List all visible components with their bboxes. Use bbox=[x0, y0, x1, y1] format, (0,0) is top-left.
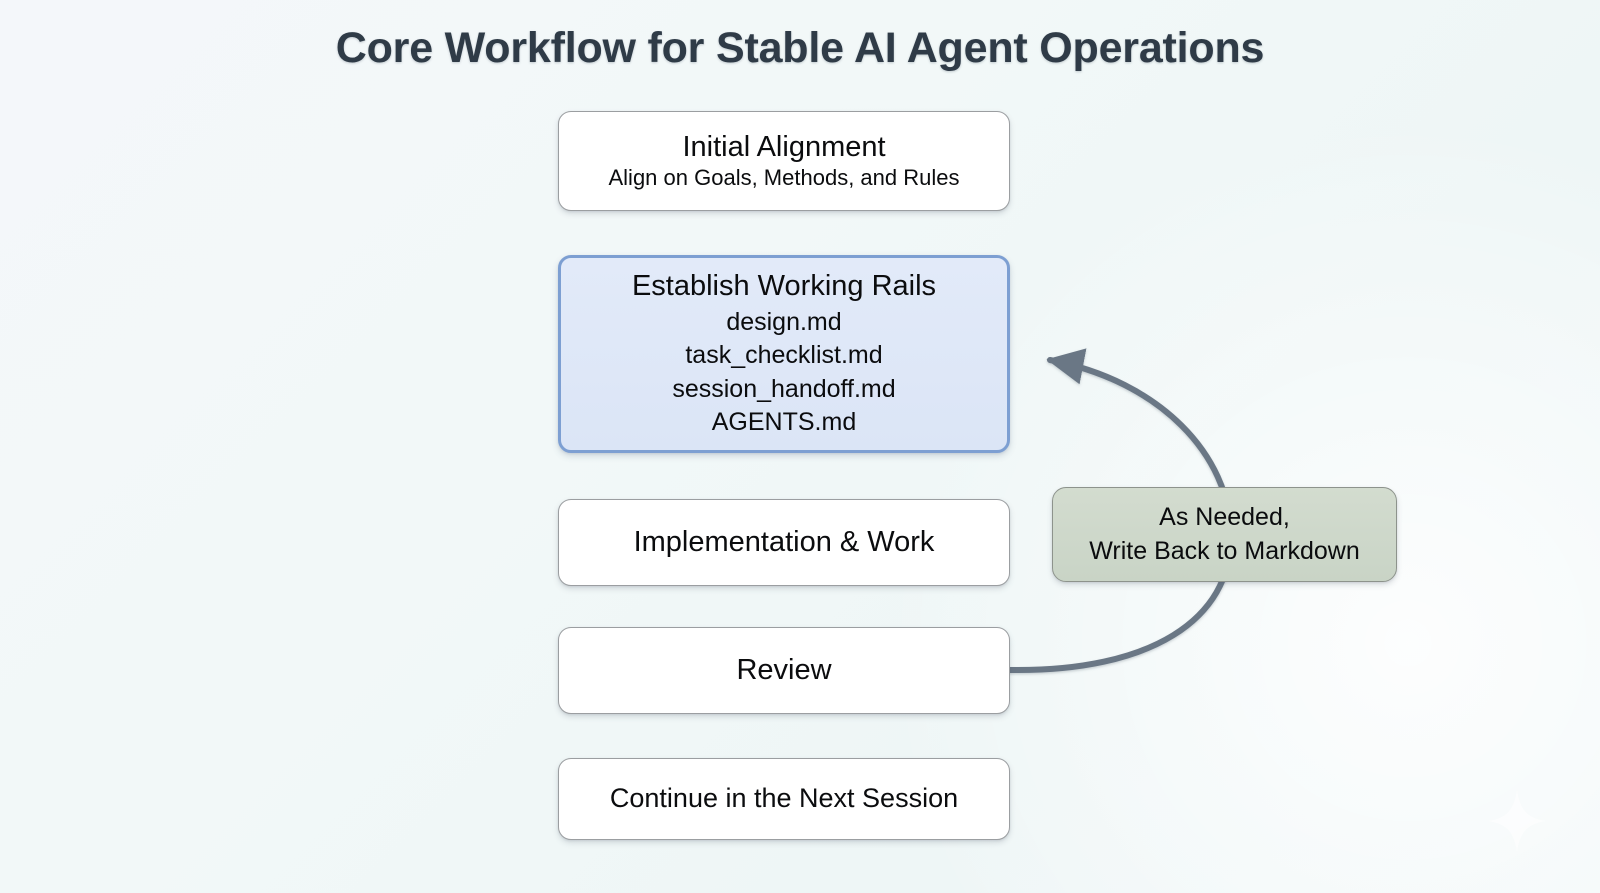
node-initial-alignment[interactable]: Initial Alignment Align on Goals, Method… bbox=[558, 111, 1010, 211]
loop-label-line-1: As Needed, bbox=[1159, 503, 1290, 531]
node-establish-working-rails-file-list: design.md task_checklist.md session_hand… bbox=[672, 306, 895, 439]
node-initial-alignment-title: Initial Alignment bbox=[682, 131, 886, 164]
page-title: Core Workflow for Stable AI Agent Operat… bbox=[335, 24, 1265, 72]
node-continue-next-session[interactable]: Continue in the Next Session bbox=[558, 758, 1010, 840]
node-implementation-and-work-title: Implementation & Work bbox=[633, 526, 935, 559]
node-review-title: Review bbox=[736, 654, 832, 687]
file-item-design: design.md bbox=[726, 308, 842, 337]
node-review[interactable]: Review bbox=[558, 627, 1010, 714]
sparkle-watermark-icon bbox=[1488, 790, 1546, 852]
node-establish-working-rails-title: Establish Working Rails bbox=[631, 269, 937, 302]
node-implementation-and-work[interactable]: Implementation & Work bbox=[558, 499, 1010, 586]
node-continue-next-session-title: Continue in the Next Session bbox=[609, 783, 959, 814]
file-item-task-checklist: task_checklist.md bbox=[685, 341, 883, 370]
file-item-agents: AGENTS.md bbox=[711, 407, 857, 436]
node-loop-label-write-back[interactable]: As Needed, Write Back to Markdown bbox=[1052, 487, 1397, 582]
loop-label-line-2: Write Back to Markdown bbox=[1089, 536, 1360, 565]
file-item-session-handoff: session_handoff.md bbox=[672, 374, 896, 403]
node-initial-alignment-subtitle: Align on Goals, Methods, and Rules bbox=[608, 164, 960, 190]
node-establish-working-rails[interactable]: Establish Working Rails design.md task_c… bbox=[558, 255, 1010, 453]
